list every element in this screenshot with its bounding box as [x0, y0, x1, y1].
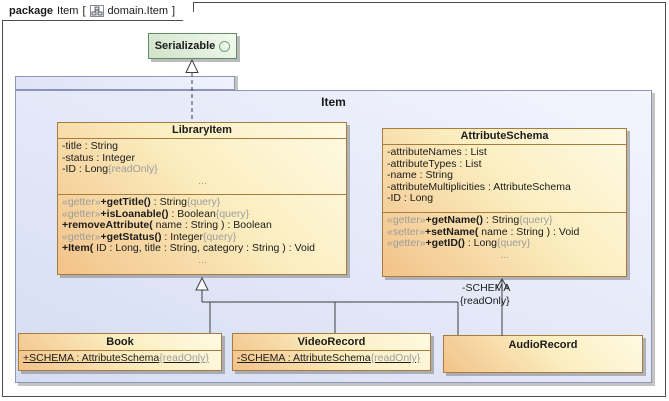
operation-row: +removeAttribute( name : String ) : Bool… [62, 219, 272, 231]
attribute-row: -title : String [62, 140, 119, 152]
attributes-ellipsis: ... [198, 174, 207, 187]
attribute-row: -ID : Long{readOnly} [62, 163, 158, 175]
class-attributeschema[interactable]: AttributeSchema -attributeNames : List -… [382, 128, 627, 277]
operations-ellipsis: ... [500, 248, 510, 261]
attribute-row: -ID : Long [387, 192, 434, 204]
diagram-icon [89, 5, 104, 17]
attribute-row: -status : Integer [62, 151, 135, 164]
package-title: Item [321, 95, 346, 109]
class-book[interactable]: Book +SCHEMA : AttributeSchema{readOnly} [18, 333, 222, 371]
attributes-compartment: -title : String -status : Integer -ID : … [58, 139, 346, 195]
class-title: AudioRecord [508, 339, 578, 351]
operation-row: «getter»+getStatus() : Integer{query} [62, 230, 237, 243]
attribute-row: -attributeNames : List [387, 146, 487, 158]
operations-compartment: «getter»+getName() : String{query} «sett… [383, 213, 626, 275]
attributes-compartment: -SCHEMA : AttributeSchema{readOnly} [233, 351, 430, 365]
class-title: Serializable [154, 40, 216, 52]
frame-bracket-open: [ [82, 5, 86, 17]
operation-row: «getter»+getName() : String{query} [387, 214, 553, 226]
operation-row: «setter»+setName( name : String ) : Void [387, 225, 580, 238]
attributes-compartment: -attributeNames : List -attributeTypes :… [383, 145, 626, 213]
class-title: LibraryItem [58, 123, 346, 139]
operations-ellipsis: ... [198, 253, 207, 266]
class-title: AttributeSchema [383, 129, 626, 145]
class-title: VideoRecord [233, 334, 430, 351]
attributes-compartment: +SCHEMA : AttributeSchema{readOnly} [19, 351, 221, 365]
operation-row: «getter»+getTitle() : String{query} [62, 196, 221, 208]
frame-diagram-name: domain.Item [107, 5, 169, 17]
attribute-row: -attributeTypes : List [387, 157, 482, 170]
class-videorecord[interactable]: VideoRecord -SCHEMA : AttributeSchema{re… [232, 333, 431, 371]
interface-ball-icon [219, 40, 231, 52]
frame-name: Item [57, 5, 79, 17]
class-title: Book [19, 334, 221, 351]
attribute-row: +SCHEMA : AttributeSchema{readOnly} [23, 352, 209, 364]
class-audiorecord[interactable]: AudioRecord [443, 335, 643, 373]
attribute-row: -name : String [387, 169, 453, 181]
frame-keyword: package [9, 5, 54, 17]
attribute-row: -SCHEMA : AttributeSchema{readOnly} [237, 352, 421, 364]
package-item-tab[interactable] [15, 76, 235, 90]
operation-row: «getter»+isLoanable() : Boolean{query} [62, 207, 250, 220]
class-serializable[interactable]: Serializable [148, 33, 237, 59]
association-tag-label: {readOnly} [460, 295, 510, 307]
operation-row: +Item( ID : Long, title : String, catego… [62, 242, 315, 254]
frame-bracket-close: ] [172, 5, 176, 17]
operations-compartment: «getter»+getTitle() : String{query} «get… [58, 195, 346, 274]
class-libraryitem[interactable]: LibraryItem -title : String -status : In… [57, 122, 347, 275]
operation-row: «getter»+getID() : Long{query} [387, 237, 531, 249]
attribute-row: -attributeMultiplicities : AttributeSche… [387, 180, 571, 193]
association-role-label: -SCHEMA [462, 282, 511, 294]
